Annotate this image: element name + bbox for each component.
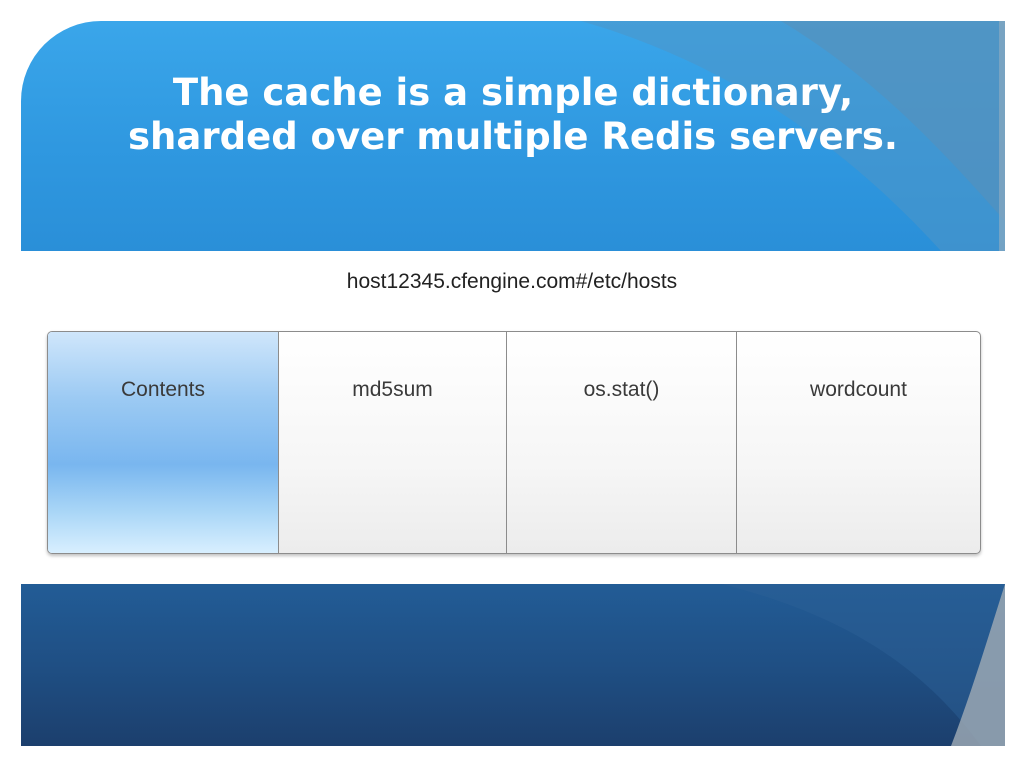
cache-key-label: host12345.cfengine.com#/etc/hosts [346,270,678,293]
cell-label-md5sum: md5sum [352,378,433,401]
cell-wordcount: wordcount [737,332,980,553]
cell-contents: Contents [48,332,279,553]
slide-title-line-2: sharded over multiple Redis servers. [128,115,898,158]
slide-title-line-1: The cache is a simple dictionary, [172,71,854,114]
banner-decoration [581,21,1005,251]
cache-entry-table: Contents md5sum os.stat() wordcount [47,331,981,554]
cell-os-stat: os.stat() [507,332,737,553]
footer-decoration [721,584,1005,746]
title-banner: The cache is a simple dictionary, sharde… [21,21,1005,251]
slide-title: The cache is a simple dictionary, sharde… [21,71,1005,159]
cell-label-wordcount: wordcount [810,378,907,401]
cell-md5sum: md5sum [279,332,507,553]
cell-label-contents: Contents [120,378,206,401]
cell-label-os-stat: os.stat() [583,378,660,401]
footer-banner [21,584,1005,746]
